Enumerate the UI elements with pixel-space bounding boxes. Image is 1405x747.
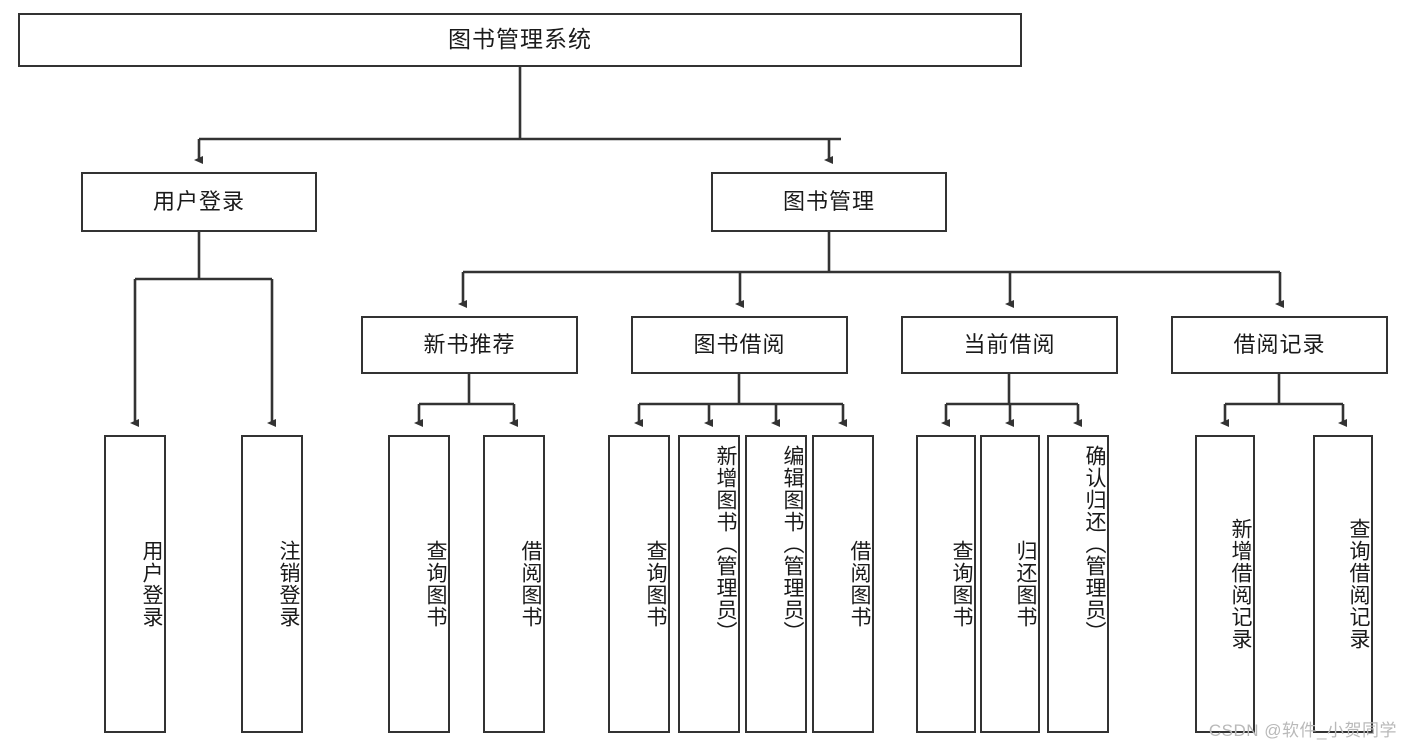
node-book-manage[interactable]: 图书管理	[711, 172, 947, 232]
node-root[interactable]: 图书管理系统	[18, 13, 1022, 67]
node-leaf-return-book[interactable]: 归还图书	[980, 435, 1040, 733]
node-leaf-query-book-rec[interactable]: 查询图书	[388, 435, 450, 733]
node-leaf-query-book-cur[interactable]: 查询图书	[916, 435, 976, 733]
node-leaf-logout[interactable]: 注销登录	[241, 435, 303, 733]
node-leaf-query-book-borrow-label: 查询图书	[644, 540, 667, 628]
node-user-login-label: 用户登录	[152, 188, 245, 214]
node-new-book-recommend[interactable]: 新书推荐	[361, 316, 578, 374]
node-book-borrow-label: 图书借阅	[693, 331, 786, 357]
node-leaf-confirm-return[interactable]: 确认归还（管理员）	[1047, 435, 1109, 733]
node-borrow-record-label: 借阅记录	[1233, 331, 1326, 357]
node-leaf-query-book-cur-label: 查询图书	[950, 540, 973, 628]
node-leaf-query-book-rec-label: 查询图书	[424, 540, 447, 628]
node-book-manage-label: 图书管理	[782, 188, 875, 214]
node-borrow-record[interactable]: 借阅记录	[1171, 316, 1388, 374]
node-leaf-borrow-book[interactable]: 借阅图书	[812, 435, 874, 733]
node-leaf-query-record-label: 查询借阅记录	[1347, 518, 1370, 650]
node-leaf-query-book-borrow[interactable]: 查询图书	[608, 435, 670, 733]
node-leaf-add-record[interactable]: 新增借阅记录	[1195, 435, 1255, 733]
node-leaf-edit-book-label: 编辑图书（管理员）	[781, 445, 804, 643]
node-leaf-borrow-book-label: 借阅图书	[848, 540, 871, 628]
node-leaf-user-login[interactable]: 用户登录	[104, 435, 166, 733]
node-book-borrow[interactable]: 图书借阅	[631, 316, 848, 374]
node-leaf-add-book[interactable]: 新增图书（管理员）	[678, 435, 740, 733]
node-leaf-confirm-return-label: 确认归还（管理员）	[1083, 445, 1106, 643]
node-current-borrow[interactable]: 当前借阅	[901, 316, 1118, 374]
node-leaf-logout-label: 注销登录	[277, 540, 300, 628]
node-leaf-query-record[interactable]: 查询借阅记录	[1313, 435, 1373, 733]
node-leaf-return-book-label: 归还图书	[1014, 540, 1037, 628]
watermark-text: CSDN @软件_小贺同学	[1208, 721, 1397, 740]
node-current-borrow-label: 当前借阅	[963, 331, 1056, 357]
node-new-book-recommend-label: 新书推荐	[423, 331, 516, 357]
node-leaf-user-login-label: 用户登录	[140, 540, 163, 628]
node-leaf-add-record-label: 新增借阅记录	[1229, 518, 1252, 650]
node-leaf-borrow-book-rec-label: 借阅图书	[519, 540, 542, 628]
node-leaf-edit-book[interactable]: 编辑图书（管理员）	[745, 435, 807, 733]
node-root-label: 图书管理系统	[448, 26, 592, 53]
node-leaf-borrow-book-rec[interactable]: 借阅图书	[483, 435, 545, 733]
node-user-login[interactable]: 用户登录	[81, 172, 317, 232]
node-leaf-add-book-label: 新增图书（管理员）	[714, 445, 737, 643]
